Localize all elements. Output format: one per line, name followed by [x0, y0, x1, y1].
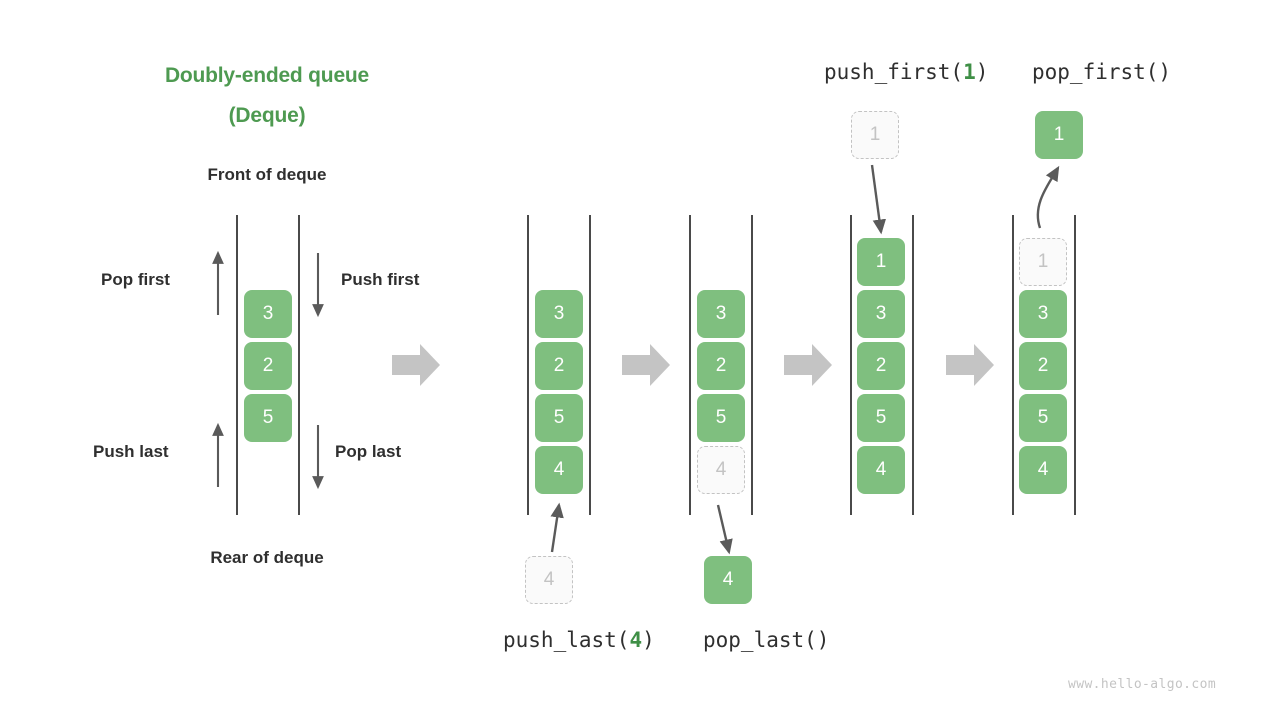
cell-panel-4-4: 4 [857, 446, 905, 494]
site-watermark: www.hello-algo.com [1068, 677, 1217, 692]
cell-panel-2-1: 2 [535, 342, 583, 390]
push-last-motion-arrow [550, 502, 564, 553]
push-last-label: Push last [93, 442, 169, 461]
rail-left-panel-1 [236, 215, 238, 515]
rail-right-panel-3 [751, 215, 753, 515]
pop-last-label: Pop last [335, 442, 402, 461]
cell-panel-5-1: 3 [1019, 290, 1067, 338]
detached-cell-push-first: 1 [851, 111, 899, 159]
step-arrow-2 [622, 344, 670, 386]
rail-right-panel-4 [912, 215, 914, 515]
detached-cell-push-last: 4 [525, 556, 573, 604]
cell-panel-2-3: 4 [535, 446, 583, 494]
cell-panel-4-0: 1 [857, 238, 905, 286]
pop-first-motion-arrow [1036, 165, 1060, 229]
pop-first-label: Pop first [101, 270, 170, 289]
cell-panel-4-3: 5 [857, 394, 905, 442]
pop-last-call-name: pop_last() [703, 628, 830, 652]
pop-last-call-label: pop_last() [703, 628, 829, 652]
cell-panel-2-2: 5 [535, 394, 583, 442]
cell-panel-1-2: 5 [244, 394, 292, 442]
cell-panel-1-0: 3 [244, 290, 292, 338]
push-last-call-close: ) [642, 628, 655, 652]
pop-first-call-label: pop_first() [1032, 60, 1171, 84]
cell-panel-4-2: 2 [857, 342, 905, 390]
front-of-deque-label: Front of deque [207, 165, 327, 184]
push-last-call-arg: 4 [629, 628, 643, 652]
push-first-call-name: push_first( [824, 60, 964, 84]
rail-right-panel-5 [1074, 215, 1076, 515]
page-title: Doubly-ended queue (Deque) [112, 56, 422, 136]
push-first-call-label: push_first(1) [824, 60, 988, 84]
cell-panel-1-1: 2 [244, 342, 292, 390]
cell-panel-3-1: 2 [697, 342, 745, 390]
cell-panel-5-3: 5 [1019, 394, 1067, 442]
cell-panel-3-0: 3 [697, 290, 745, 338]
cell-panel-3-3: 4 [697, 446, 745, 494]
cell-panel-5-2: 2 [1019, 342, 1067, 390]
rail-right-panel-1 [298, 215, 300, 515]
push-first-call-close: ) [975, 60, 989, 84]
title-line-1: Doubly-ended queue [164, 64, 370, 87]
pop-last-motion-arrow [716, 504, 733, 555]
push-first-call-arg: 1 [963, 60, 976, 84]
step-arrow-1 [392, 344, 440, 386]
rail-left-panel-3 [689, 215, 691, 515]
detached-cell-pop-last: 4 [704, 556, 752, 604]
rail-right-panel-2 [589, 215, 591, 515]
push-last-call-label: push_last(4) [503, 628, 655, 652]
cell-panel-3-2: 5 [697, 394, 745, 442]
step-arrow-4 [946, 344, 994, 386]
pop-first-call-name: pop_first() [1032, 60, 1172, 84]
rail-left-panel-2 [527, 215, 529, 515]
cell-panel-5-4: 4 [1019, 446, 1067, 494]
title-line-2: (Deque) [228, 104, 306, 127]
push-first-motion-arrow [870, 164, 886, 235]
rail-left-panel-4 [850, 215, 852, 515]
cell-panel-5-0: 1 [1019, 238, 1067, 286]
detached-cell-pop-first: 1 [1035, 111, 1083, 159]
step-arrow-3 [784, 344, 832, 386]
push-last-call-name: push_last( [503, 628, 630, 652]
rear-of-deque-label: Rear of deque [210, 548, 324, 567]
cell-panel-2-0: 3 [535, 290, 583, 338]
rail-left-panel-5 [1012, 215, 1014, 515]
push-first-label: Push first [341, 270, 420, 289]
cell-panel-4-1: 3 [857, 290, 905, 338]
